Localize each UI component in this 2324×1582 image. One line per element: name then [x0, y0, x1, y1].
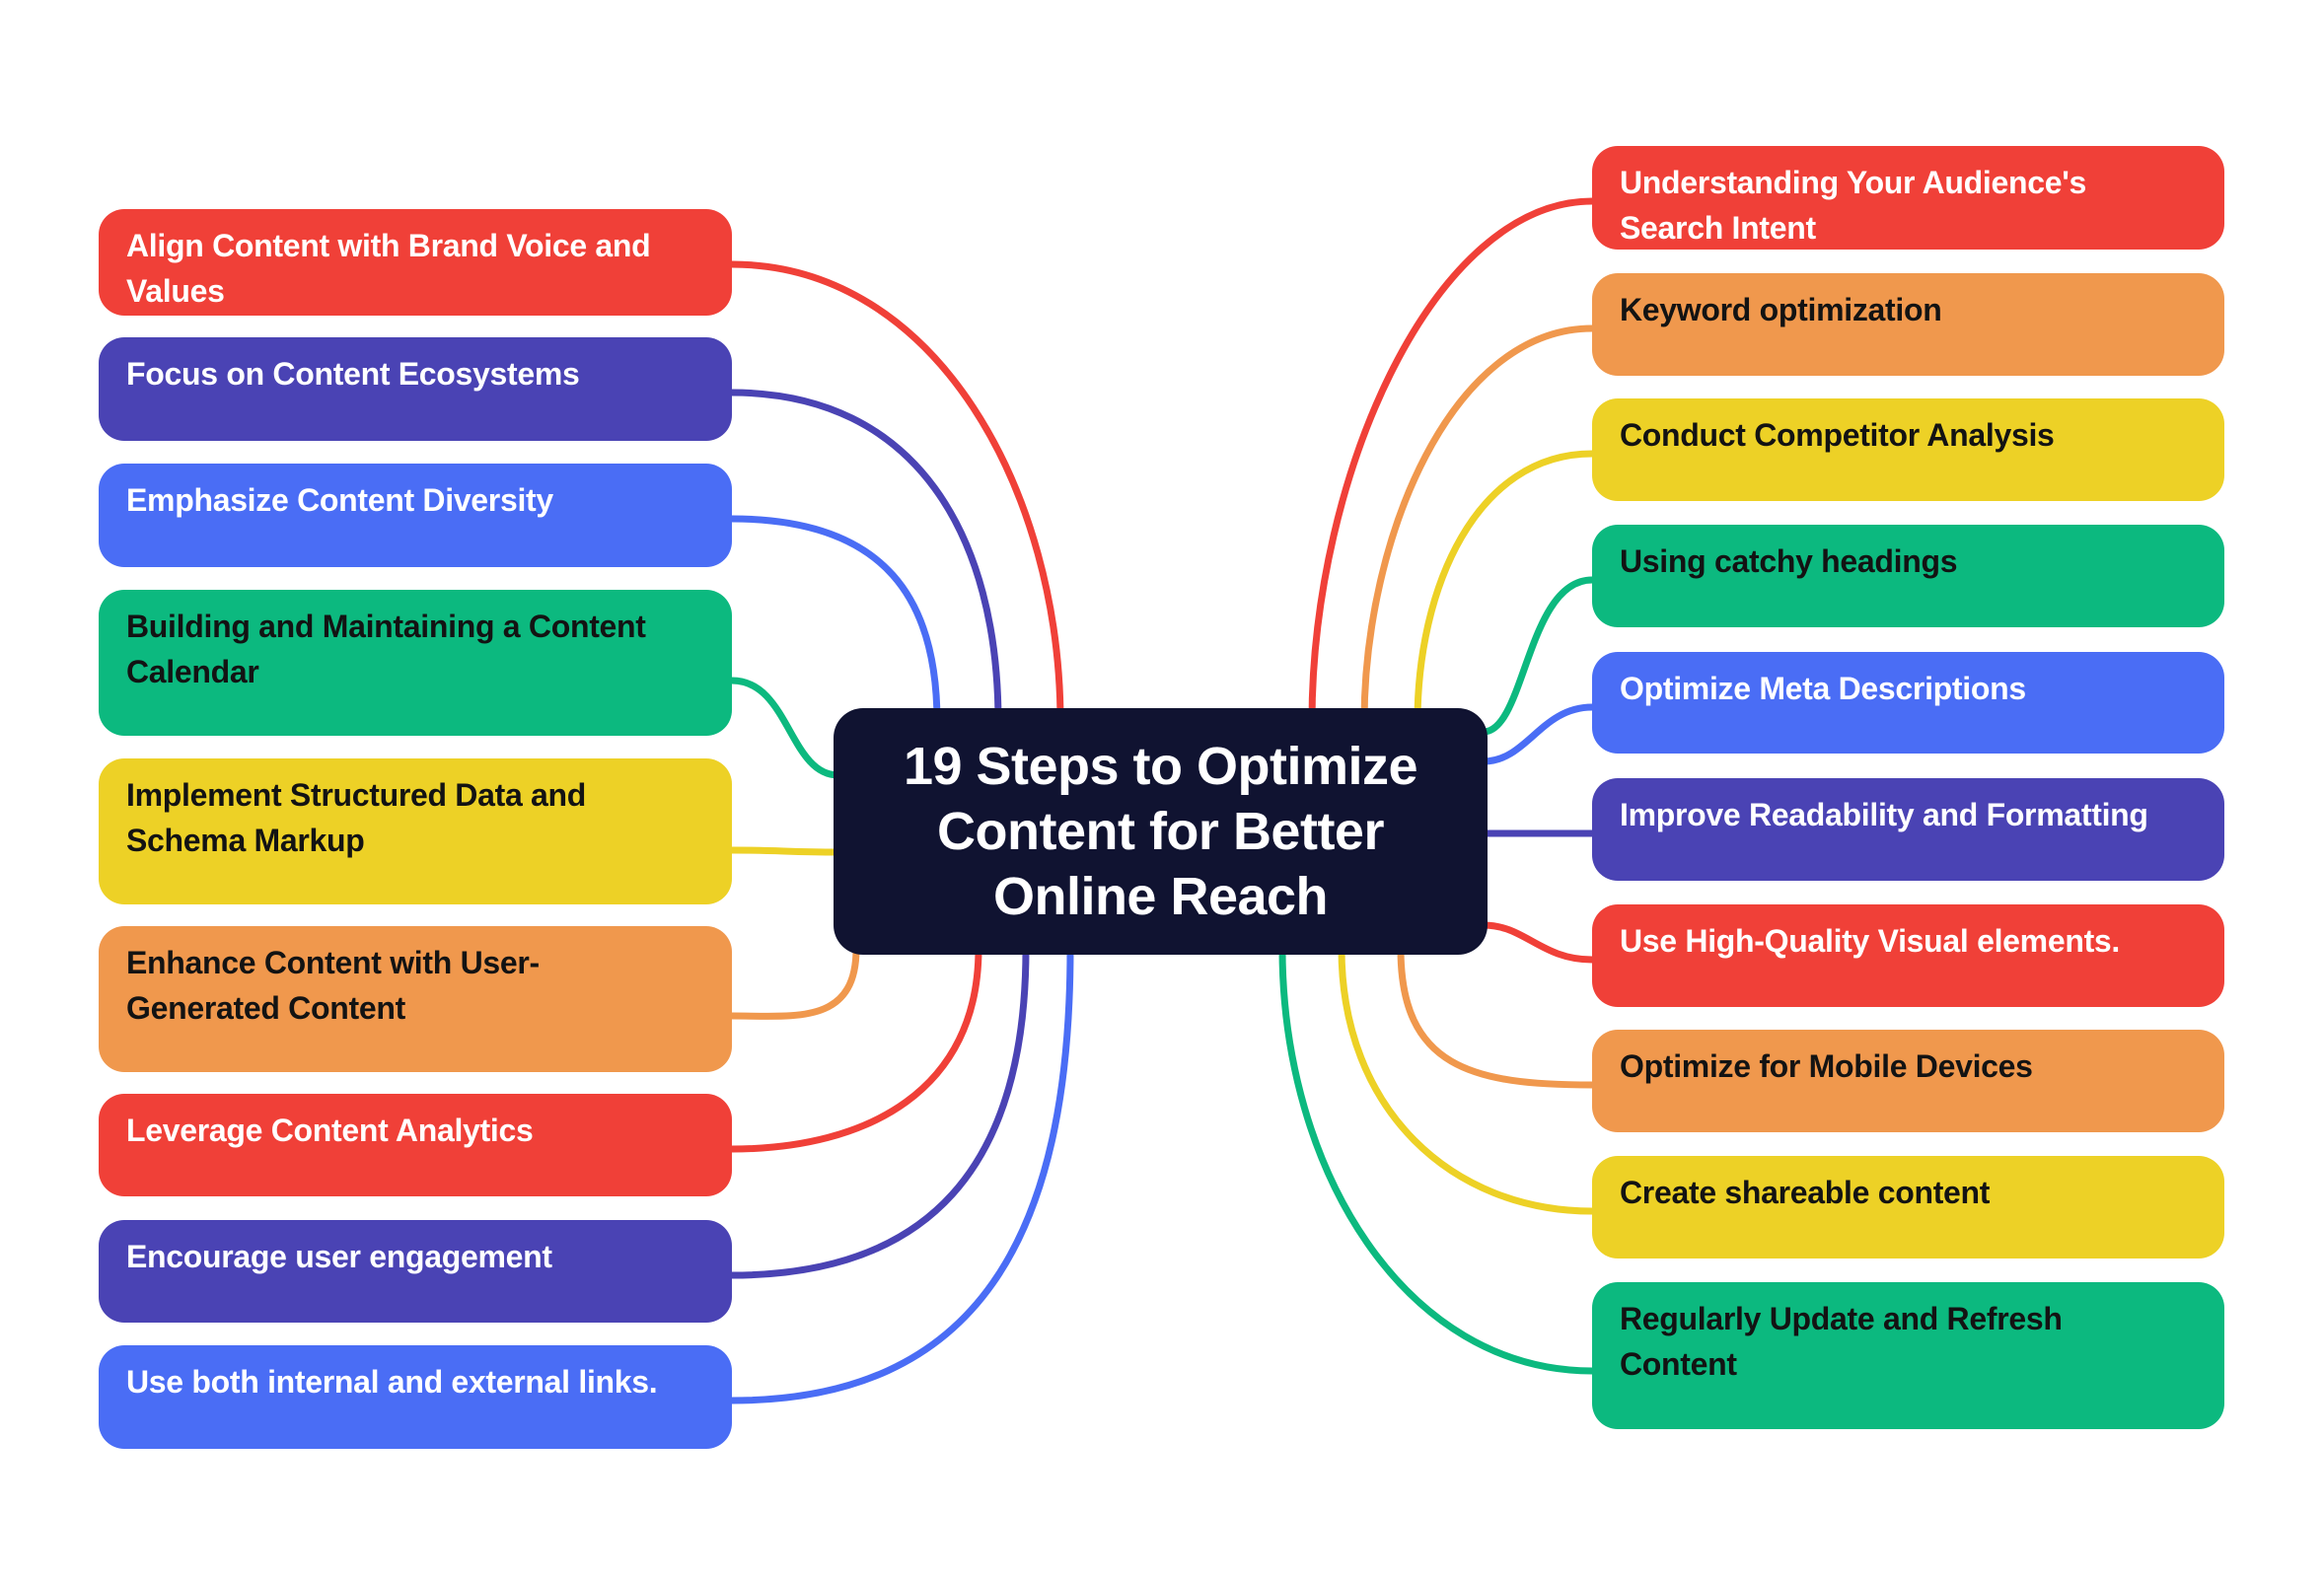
branch-node-label: Encourage user engagement	[126, 1239, 552, 1274]
branch-node-label: Enhance Content with User-	[126, 945, 540, 980]
connector-curve	[1480, 576, 1596, 736]
connector-curve	[1414, 450, 1596, 726]
branch-node-label: Leverage Content Analytics	[126, 1113, 534, 1148]
branch-node-label: Keyword optimization	[1620, 292, 1942, 327]
connector-curve	[728, 945, 1030, 1279]
branch-node-catchy-headings: Using catchy headings	[1592, 525, 2224, 627]
connector-curve	[1338, 945, 1596, 1215]
connector-curve	[1308, 197, 1596, 726]
branch-node-competitor-analysis: Conduct Competitor Analysis	[1592, 398, 2224, 501]
branch-node-encourage-user-engagement: Encourage user engagement	[99, 1220, 732, 1323]
connector-curve	[1397, 945, 1596, 1089]
connector-curve	[728, 677, 842, 779]
connector-curve	[728, 945, 860, 1020]
branch-node-label: Optimize Meta Descriptions	[1620, 671, 2026, 706]
branch-node-label: Building and Maintaining a Content	[126, 609, 646, 644]
branch-node-optimize-mobile: Optimize for Mobile Devices	[1592, 1030, 2224, 1132]
branch-node-readability-formatting: Improve Readability and Formatting	[1592, 778, 2224, 881]
branch-node-high-quality-visuals: Use High-Quality Visual elements.	[1592, 904, 2224, 1007]
connector-curve	[1278, 945, 1596, 1375]
branch-node-shareable-content: Create shareable content	[1592, 1156, 2224, 1258]
branch-node-label: Focus on Content Ecosystems	[126, 356, 580, 392]
center-node-title-line: Online Reach	[992, 867, 1329, 926]
branch-node-label: Search Intent	[1620, 210, 1816, 246]
branch-node-optimize-meta-descriptions: Optimize Meta Descriptions	[1592, 652, 2224, 754]
connector-curve	[728, 260, 1064, 726]
center-node-title-line: Content for Better	[937, 802, 1384, 861]
connector-curve	[1480, 703, 1596, 765]
branch-node-label: Use both internal and external links.	[126, 1364, 658, 1400]
connector-curve	[728, 846, 842, 856]
connector-curve	[1360, 324, 1596, 726]
connector-curve	[728, 945, 1074, 1404]
connector-curve	[728, 945, 982, 1153]
branch-node-label: Create shareable content	[1620, 1175, 1991, 1210]
branch-node-label: Use High-Quality Visual elements.	[1620, 923, 2121, 959]
branch-node-emphasize-content-diversity: Emphasize Content Diversity	[99, 464, 732, 567]
connector-curve	[1480, 921, 1596, 964]
branch-node-label: Improve Readability and Formatting	[1620, 797, 2148, 832]
branch-node-label: Calendar	[126, 654, 259, 689]
branch-node-label: Regularly Update and Refresh	[1620, 1301, 2063, 1336]
connector-curve	[728, 389, 1002, 726]
branch-node-label: Optimize for Mobile Devices	[1620, 1048, 2033, 1084]
branch-node-label: Content	[1620, 1346, 1737, 1382]
branch-node-keyword-optimization: Keyword optimization	[1592, 273, 2224, 376]
branch-node-label: Schema Markup	[126, 823, 365, 858]
branch-node-label: Emphasize Content Diversity	[126, 482, 553, 518]
branch-node-label: Conduct Competitor Analysis	[1620, 417, 2055, 453]
branch-node-internal-external-links: Use both internal and external links.	[99, 1345, 732, 1449]
connector-curve	[728, 515, 941, 726]
branch-node-user-generated-content: Enhance Content with User- Generated Cont…	[99, 926, 732, 1072]
branch-node-label: Values	[126, 273, 225, 309]
branch-node-focus-content-ecosystems: Focus on Content Ecosystems	[99, 337, 732, 441]
branch-node-label: Understanding Your Audience's	[1620, 165, 2087, 200]
branch-node-label: Using catchy headings	[1620, 543, 1958, 579]
branch-node-label: Implement Structured Data and	[126, 777, 587, 813]
branch-node-label: Generated Content	[126, 990, 405, 1026]
branch-node-label: Align Content with Brand Voice and	[126, 228, 651, 263]
center-node-title-line: 19 Steps to Optimize	[903, 737, 1418, 796]
branch-node-leverage-content-analytics: Leverage Content Analytics	[99, 1094, 732, 1196]
